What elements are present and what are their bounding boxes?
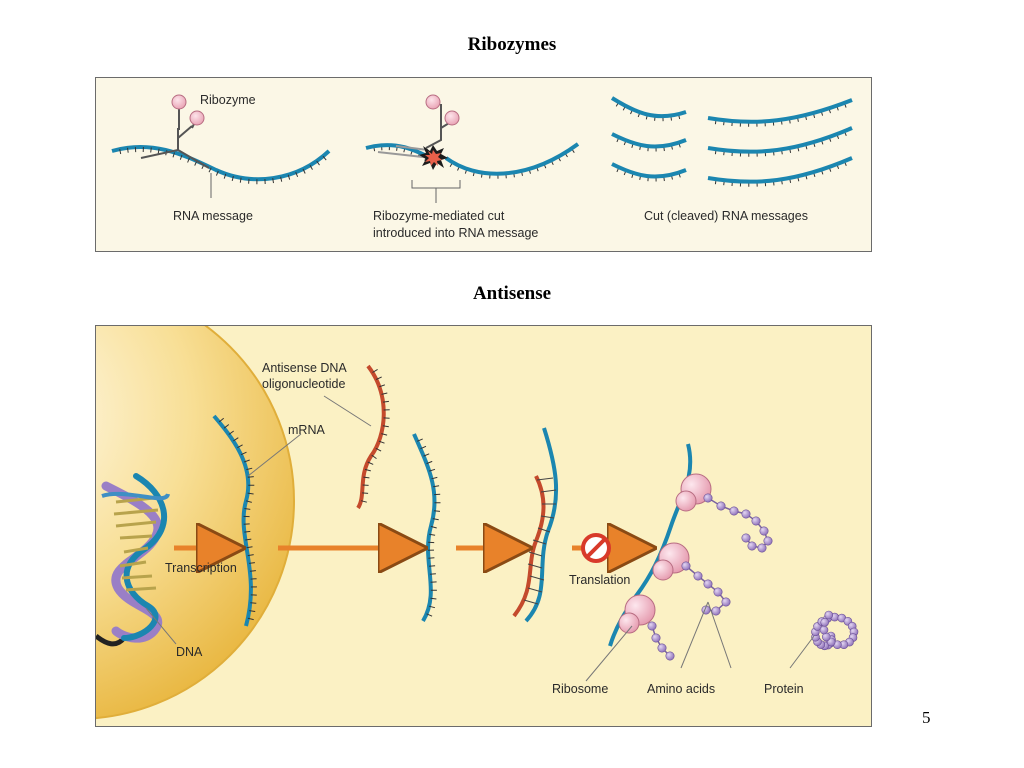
amino-acid-bead	[716, 501, 726, 511]
amino-acid-bead	[657, 643, 667, 653]
amino-acid-bead	[651, 633, 661, 643]
amino-acid-bead	[665, 651, 675, 661]
label-antisense-line2: oligonucleotide	[262, 377, 345, 391]
mrna-strand-nucleus	[212, 414, 253, 627]
amino-acid-bead	[741, 533, 751, 543]
amino-acid-bead	[713, 587, 723, 597]
protein-bead	[824, 610, 834, 620]
amino-acid-bead	[711, 606, 721, 616]
amino-acid-bead	[757, 543, 767, 553]
label-protein: Protein	[764, 682, 804, 696]
amino-acid-bead	[747, 541, 757, 551]
ribosome-1	[675, 473, 712, 512]
dna-helix	[96, 473, 170, 647]
label-rna-message: RNA message	[173, 209, 253, 223]
label-antisense-line1: Antisense DNA	[262, 361, 347, 375]
ribosome-3	[618, 594, 656, 634]
ribozyme-molecule	[140, 94, 210, 169]
label-dna: DNA	[176, 645, 203, 659]
mrna-antisense-duplex	[512, 427, 559, 623]
amino-acid-bead	[721, 597, 731, 607]
amino-acid-bead	[729, 506, 739, 516]
nucleus	[96, 326, 295, 720]
ribosome-2	[652, 542, 690, 581]
strand-tick-marks	[218, 368, 441, 621]
label-ribozyme: Ribozyme	[200, 93, 256, 107]
protein-bead	[820, 617, 830, 627]
antisense-oligo-free	[356, 364, 386, 510]
amino-acid-bead	[703, 493, 713, 503]
protein-coil	[811, 610, 859, 651]
amino-acid-bead	[647, 621, 657, 631]
amino-chain-link	[707, 497, 769, 549]
ribozymes-panel-bg	[96, 78, 871, 251]
cut-burst-icon	[419, 145, 448, 170]
prohibited-icon	[581, 533, 611, 563]
amino-acid-bead	[763, 536, 773, 546]
label-transcription: Transcription	[165, 561, 237, 575]
antisense-panel: Antisense DNA oligonucleotide mRNA Trans…	[95, 325, 872, 727]
cleaved-fragments	[610, 96, 853, 184]
leader-lines	[145, 395, 815, 682]
amino-acid-bead	[681, 561, 691, 571]
cut-bracket	[411, 180, 461, 203]
label-ribosome: Ribosome	[552, 682, 608, 696]
bound-ribozyme	[425, 94, 460, 149]
label-mrna: mRNA	[288, 423, 325, 437]
ribozymes-panel: Ribozyme RNA message Ribozyme-mediated c…	[95, 77, 872, 252]
amino-chain-link	[651, 625, 671, 657]
ribozymes-diagram: Ribozyme RNA message Ribozyme-mediated c…	[96, 78, 871, 251]
amino-acid-bead	[693, 571, 703, 581]
amino-acid-bead	[751, 516, 761, 526]
heading-ribozymes: Ribozymes	[467, 34, 557, 55]
amino-acid-bead	[759, 526, 769, 536]
mrna-strand-cytoplasm	[412, 433, 437, 623]
label-cut-line2: introduced into RNA message	[373, 226, 538, 240]
heading-antisense: Antisense	[472, 283, 552, 304]
label-cleaved: Cut (cleaved) RNA messages	[644, 209, 808, 223]
amino-acid-bead	[741, 509, 751, 519]
protein-bead	[819, 625, 829, 635]
label-translation: Translation	[569, 573, 630, 587]
antisense-diagram: Antisense DNA oligonucleotide mRNA Trans…	[96, 326, 871, 726]
rna-message-strand	[111, 101, 847, 187]
label-cut-line1: Ribozyme-mediated cut	[373, 209, 505, 223]
amino-acid-bead	[703, 579, 713, 589]
page-number: 5	[922, 708, 931, 727]
amino-acid-chains	[647, 493, 773, 661]
label-amino-acids: Amino acids	[647, 682, 715, 696]
